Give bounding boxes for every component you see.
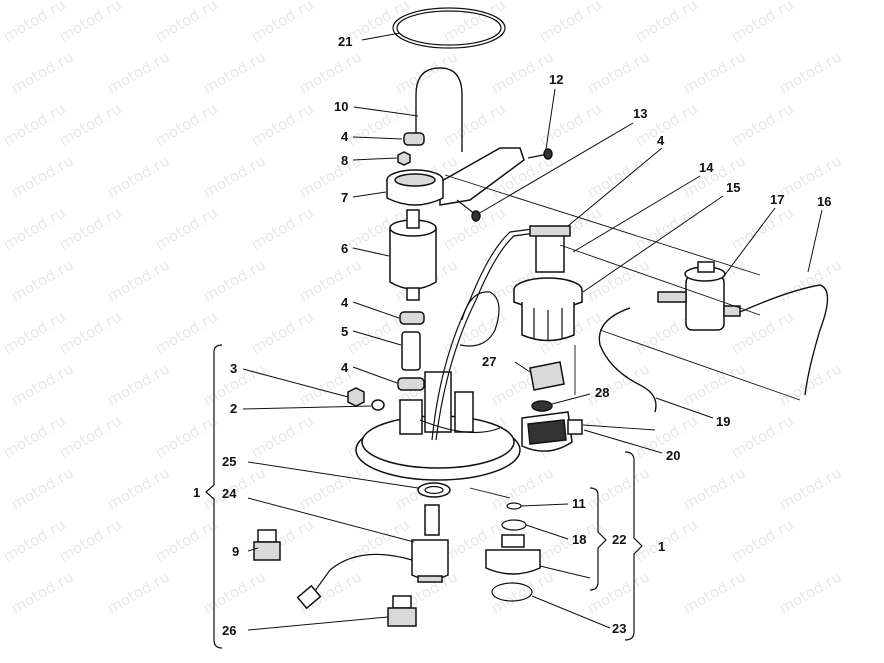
part-28-clip <box>531 400 553 412</box>
callout-14: 14 <box>699 160 714 175</box>
bracket-1-left <box>205 344 223 649</box>
callout-27: 27 <box>482 354 496 369</box>
part-8-nut <box>397 151 411 166</box>
part-15-fuel-pump <box>513 277 583 342</box>
callout-4-pump: 4 <box>657 133 665 148</box>
bracket-1-right <box>624 451 643 641</box>
assembly-guide-lines <box>444 174 801 499</box>
part-23-circlip <box>491 582 533 602</box>
part-2-washer <box>371 399 385 411</box>
part-9-fitting <box>253 529 281 561</box>
callout-26: 26 <box>222 623 236 638</box>
part-24-sensor <box>296 504 449 610</box>
callout-19: 19 <box>716 414 730 429</box>
callout-15: 15 <box>726 180 740 195</box>
callout-22: 22 <box>612 532 626 547</box>
part-22-regulator <box>485 534 541 575</box>
part-14-pump-top <box>529 225 571 273</box>
part-17-regulator <box>657 261 741 331</box>
pump-wiring <box>431 227 543 441</box>
part-4-clamp-middle <box>399 311 425 325</box>
part-12-screw <box>527 148 553 160</box>
callout-24: 24 <box>222 486 237 501</box>
part-25-gasket <box>417 482 451 498</box>
part-10-hose <box>415 67 463 152</box>
callout-4-upper: 4 <box>341 129 349 144</box>
callout-18: 18 <box>572 532 586 547</box>
callout-25: 25 <box>222 454 236 469</box>
callout-17: 17 <box>770 192 784 207</box>
bracket-22-right <box>589 487 607 591</box>
part-4-clamp-lower <box>397 377 425 391</box>
part-21-o-ring <box>392 7 506 49</box>
callout-1-right: 1 <box>658 539 665 554</box>
callout-4-middle: 4 <box>341 295 349 310</box>
callout-8: 8 <box>341 153 348 168</box>
part-7-filter-bracket <box>386 147 525 206</box>
part-20-strainer <box>521 411 583 452</box>
part-3-nut <box>347 387 365 407</box>
callout-2: 2 <box>230 401 237 416</box>
callout-20: 20 <box>666 448 680 463</box>
callout-7: 7 <box>341 190 348 205</box>
callout-28: 28 <box>595 385 609 400</box>
callout-6: 6 <box>341 241 348 256</box>
callout-11: 11 <box>572 496 586 511</box>
part-18-o-ring <box>501 519 527 531</box>
part-6-fuel-filter <box>389 209 437 301</box>
pump-base-plate <box>355 371 521 481</box>
callout-1-left: 1 <box>193 485 200 500</box>
leader-lines <box>242 32 823 631</box>
part-5-short-hose <box>401 331 421 371</box>
part-26-fitting <box>387 595 417 627</box>
callout-3: 3 <box>230 361 237 376</box>
part-4-clamp-upper <box>403 132 425 146</box>
part-19-hose <box>598 307 657 413</box>
part-13-screw <box>456 199 481 222</box>
callout-23: 23 <box>612 621 626 636</box>
part-11-o-ring <box>506 502 522 510</box>
callout-16: 16 <box>817 194 831 209</box>
callout-13: 13 <box>633 106 647 121</box>
callout-5: 5 <box>341 324 348 339</box>
callout-10: 10 <box>334 99 348 114</box>
callout-12: 12 <box>549 72 563 87</box>
part-27-cushion <box>529 361 565 391</box>
callout-9: 9 <box>232 544 239 559</box>
callout-4-lower: 4 <box>341 360 349 375</box>
part-16-return-hose <box>739 284 829 396</box>
callout-21: 21 <box>338 34 352 49</box>
